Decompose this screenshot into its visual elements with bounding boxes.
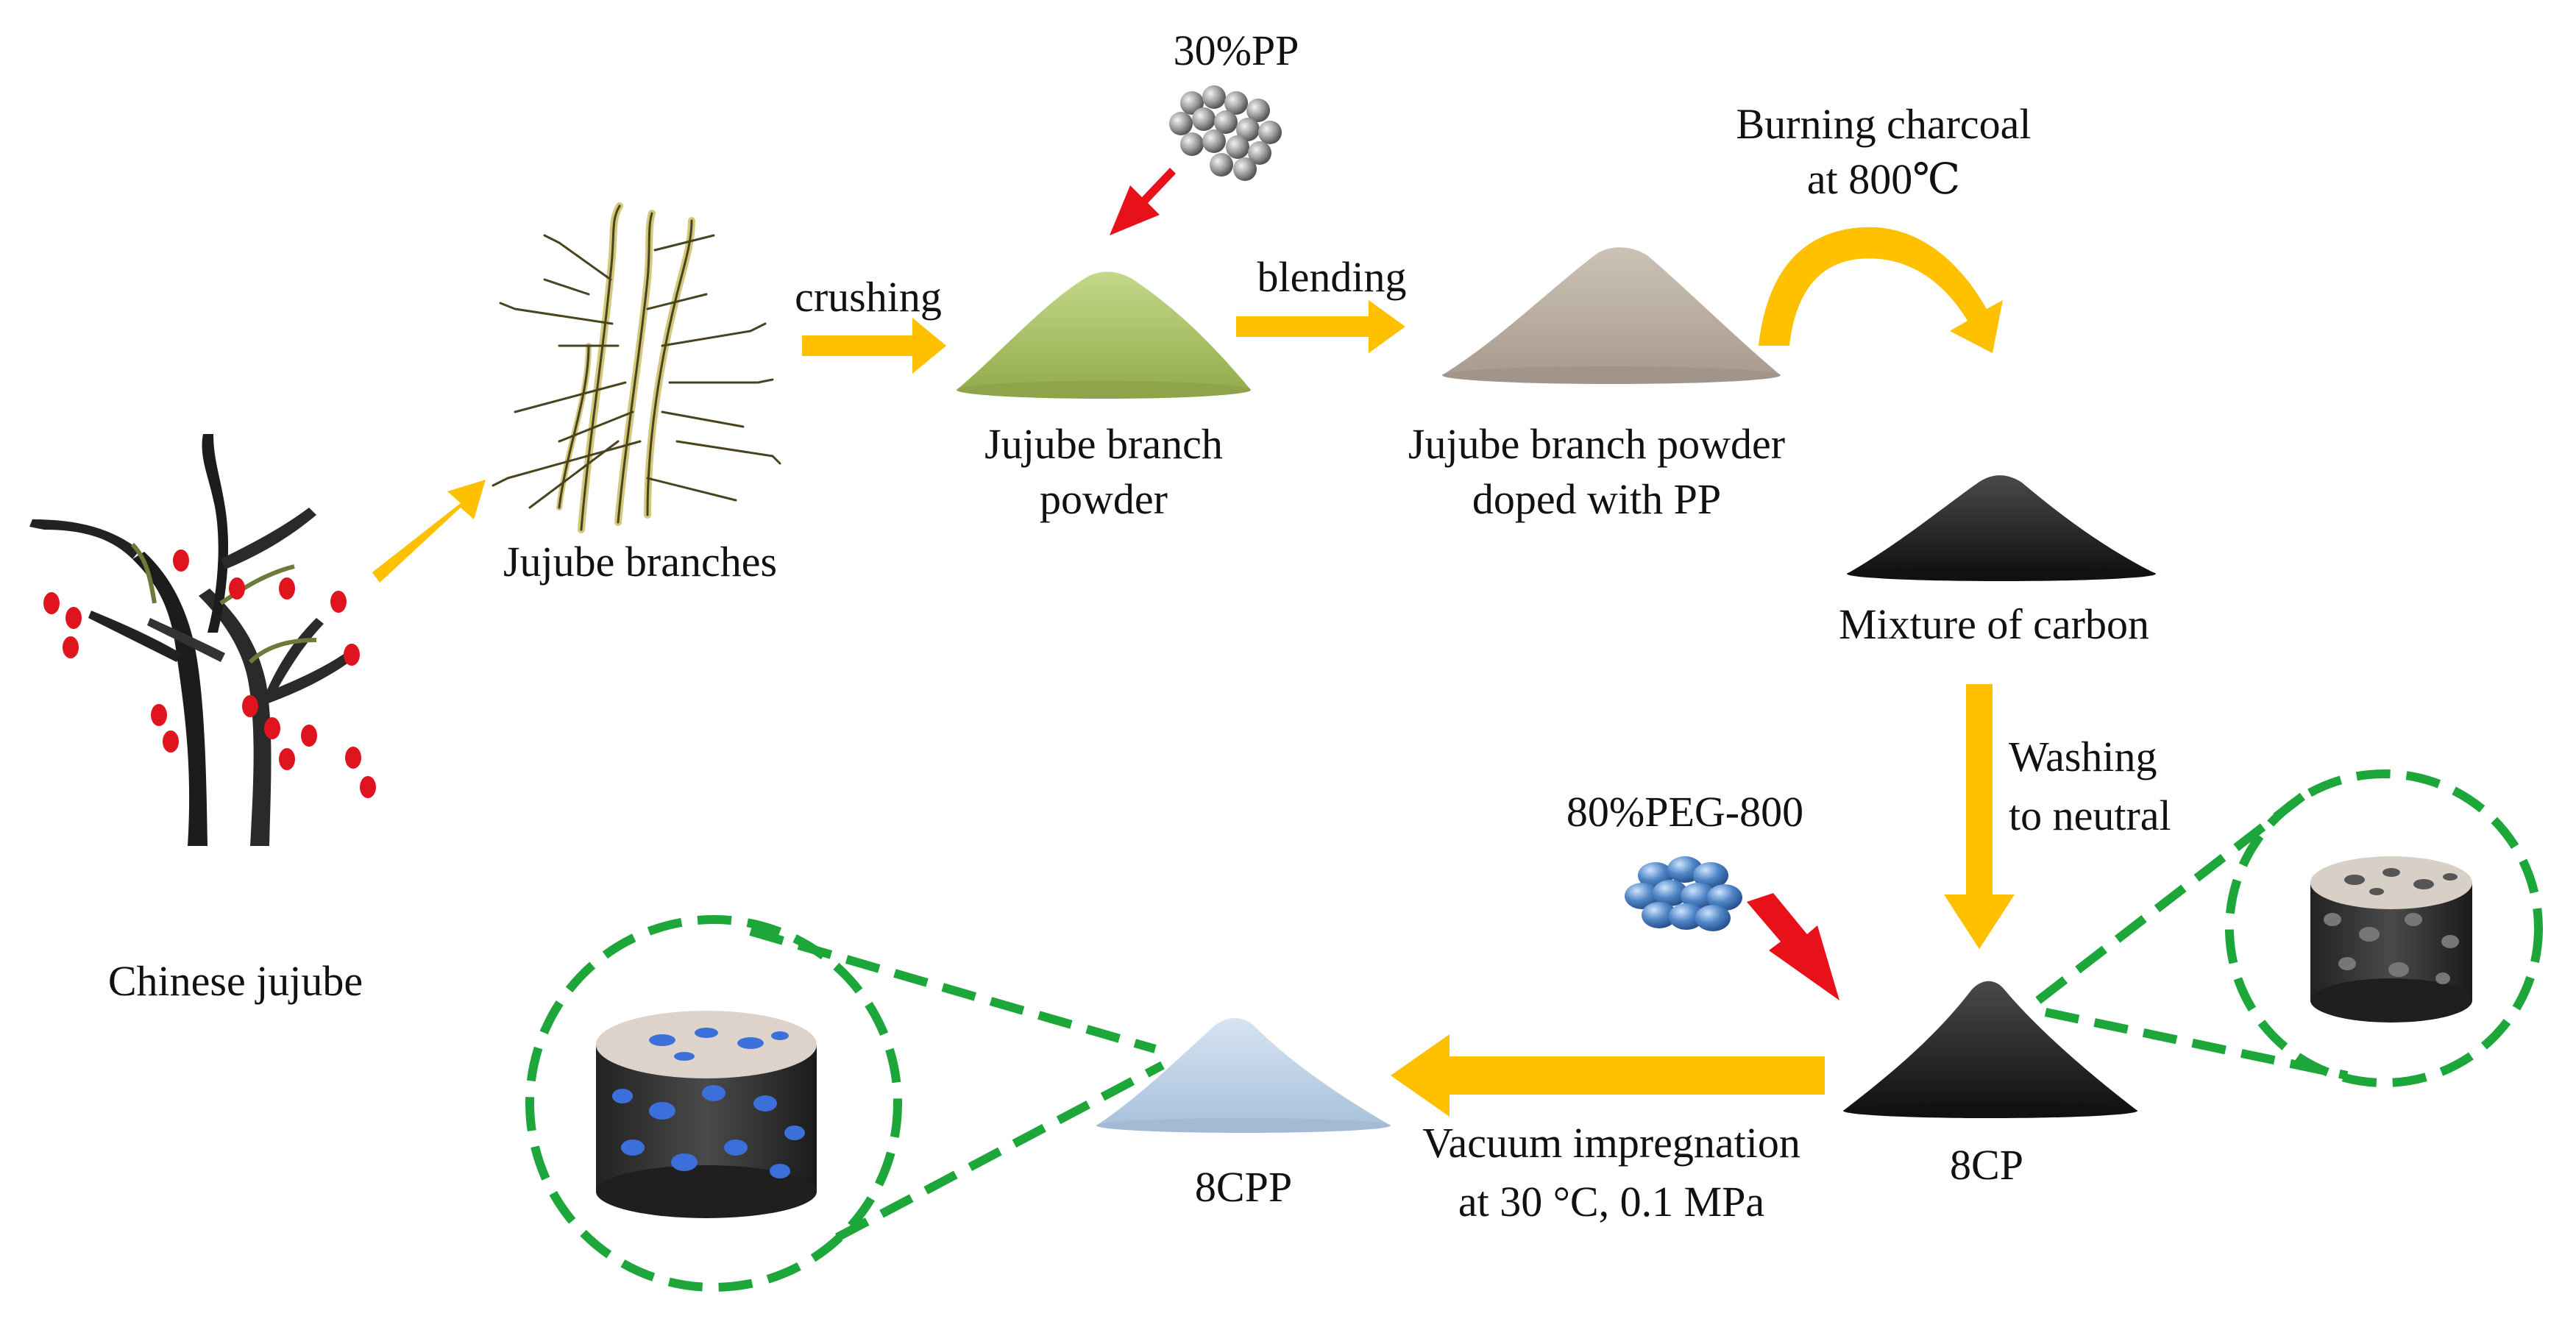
- label-burning-line1: Burning charcoal: [1736, 100, 2032, 148]
- cp-zoom-callout: [2035, 769, 2543, 1087]
- arrow-vacuum: [1391, 1034, 1825, 1117]
- label-vacuum-line2: at 30 °C, 0.1 MPa: [1458, 1178, 1765, 1226]
- cp-carbon-pile: [1843, 981, 2137, 1118]
- cp-cylinder-icon: [2310, 856, 2472, 1023]
- label-jujube-powder-line2: powder: [1040, 475, 1168, 523]
- doped-powder-pile: [1442, 247, 1781, 384]
- arrow-pp-to-powder: [1110, 168, 1176, 235]
- label-pp: 30%PP: [1173, 26, 1299, 74]
- arrow-crushing: [802, 318, 946, 374]
- label-jujube-powder-line1: Jujube branch: [984, 420, 1223, 468]
- peg-particles-icon: [1625, 856, 1742, 931]
- pp-particles-icon: [1169, 85, 1282, 181]
- label-cpp: 8CPP: [1194, 1163, 1293, 1211]
- label-blending: blending: [1257, 253, 1407, 301]
- jujube-branches-illustration: [492, 202, 781, 533]
- arrow-burning: [1759, 227, 2003, 353]
- label-burning-line2: at 800℃: [1806, 155, 1961, 203]
- label-vacuum-line1: Vacuum impregnation: [1422, 1119, 1800, 1167]
- arrow-blending: [1236, 300, 1405, 353]
- label-doped-line2: doped with PP: [1472, 475, 1722, 523]
- label-jujube-branches: Jujube branches: [503, 538, 778, 586]
- label-washing-line2: to neutral: [2009, 792, 2171, 839]
- label-crushing: crushing: [795, 273, 942, 321]
- cpp-cylinder-icon: [596, 1011, 817, 1218]
- arrow-washing: [1944, 684, 2015, 949]
- label-cp: 8CP: [1950, 1141, 2023, 1189]
- cpp-powder-pile: [1096, 1017, 1391, 1133]
- carbon-mixture-pile: [1847, 475, 2156, 581]
- label-mixture: Mixture of carbon: [1839, 600, 2149, 648]
- cpp-zoom-callout: [525, 915, 1165, 1292]
- jujube-tree-illustration: [29, 434, 376, 846]
- arrow-tree-to-branches: [372, 480, 486, 583]
- label-washing-line1: Washing: [2009, 733, 2157, 780]
- arrow-peg-to-cp: [1747, 893, 1839, 1000]
- label-doped-line1: Jujube branch powder: [1408, 420, 1786, 468]
- label-chinese-jujube: Chinese jujube: [107, 957, 363, 1005]
- label-peg: 80%PEG-800: [1566, 788, 1804, 836]
- jujube-powder-pile: [957, 271, 1251, 399]
